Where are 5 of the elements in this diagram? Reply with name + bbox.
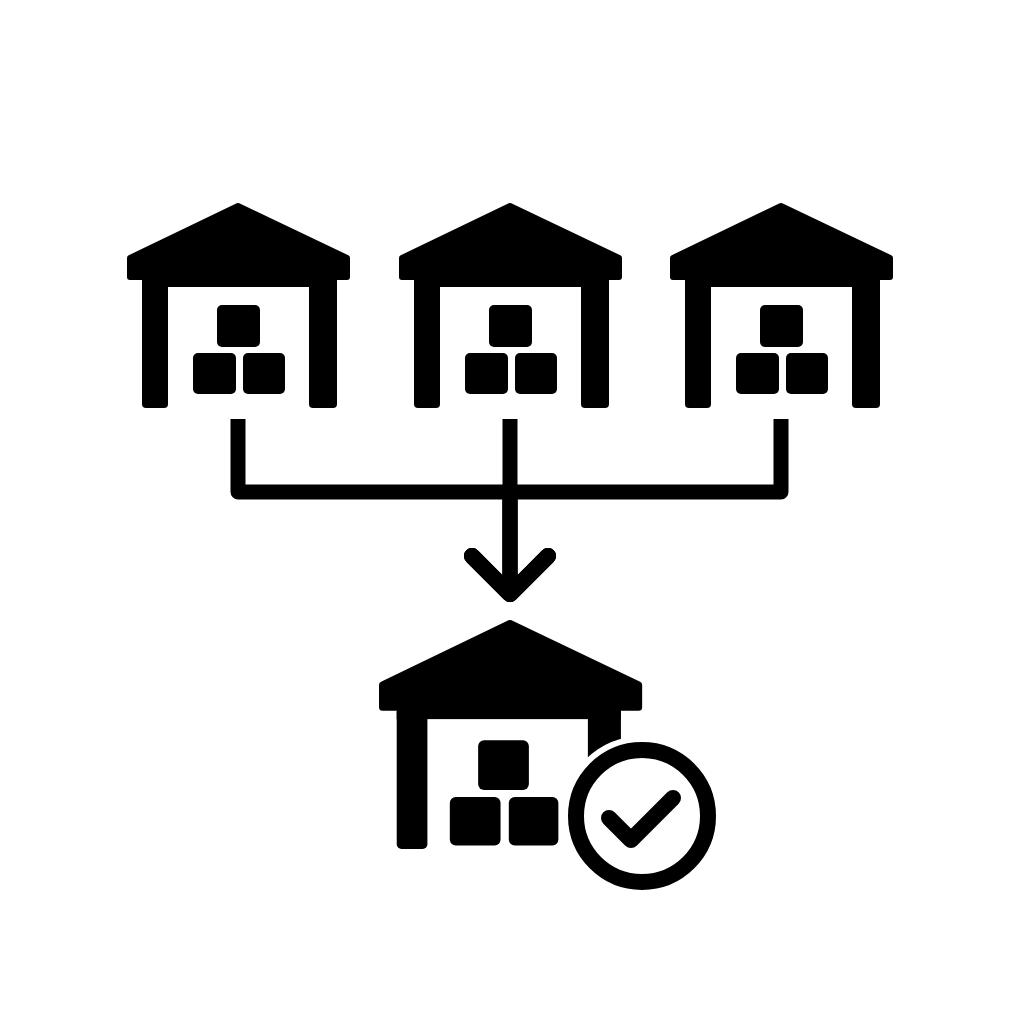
warehouse-icon bbox=[399, 203, 622, 408]
warehouse-icon bbox=[379, 620, 643, 849]
warehouse-icon bbox=[127, 203, 350, 408]
warehouse-icon bbox=[670, 203, 893, 408]
arrow bbox=[464, 419, 789, 602]
